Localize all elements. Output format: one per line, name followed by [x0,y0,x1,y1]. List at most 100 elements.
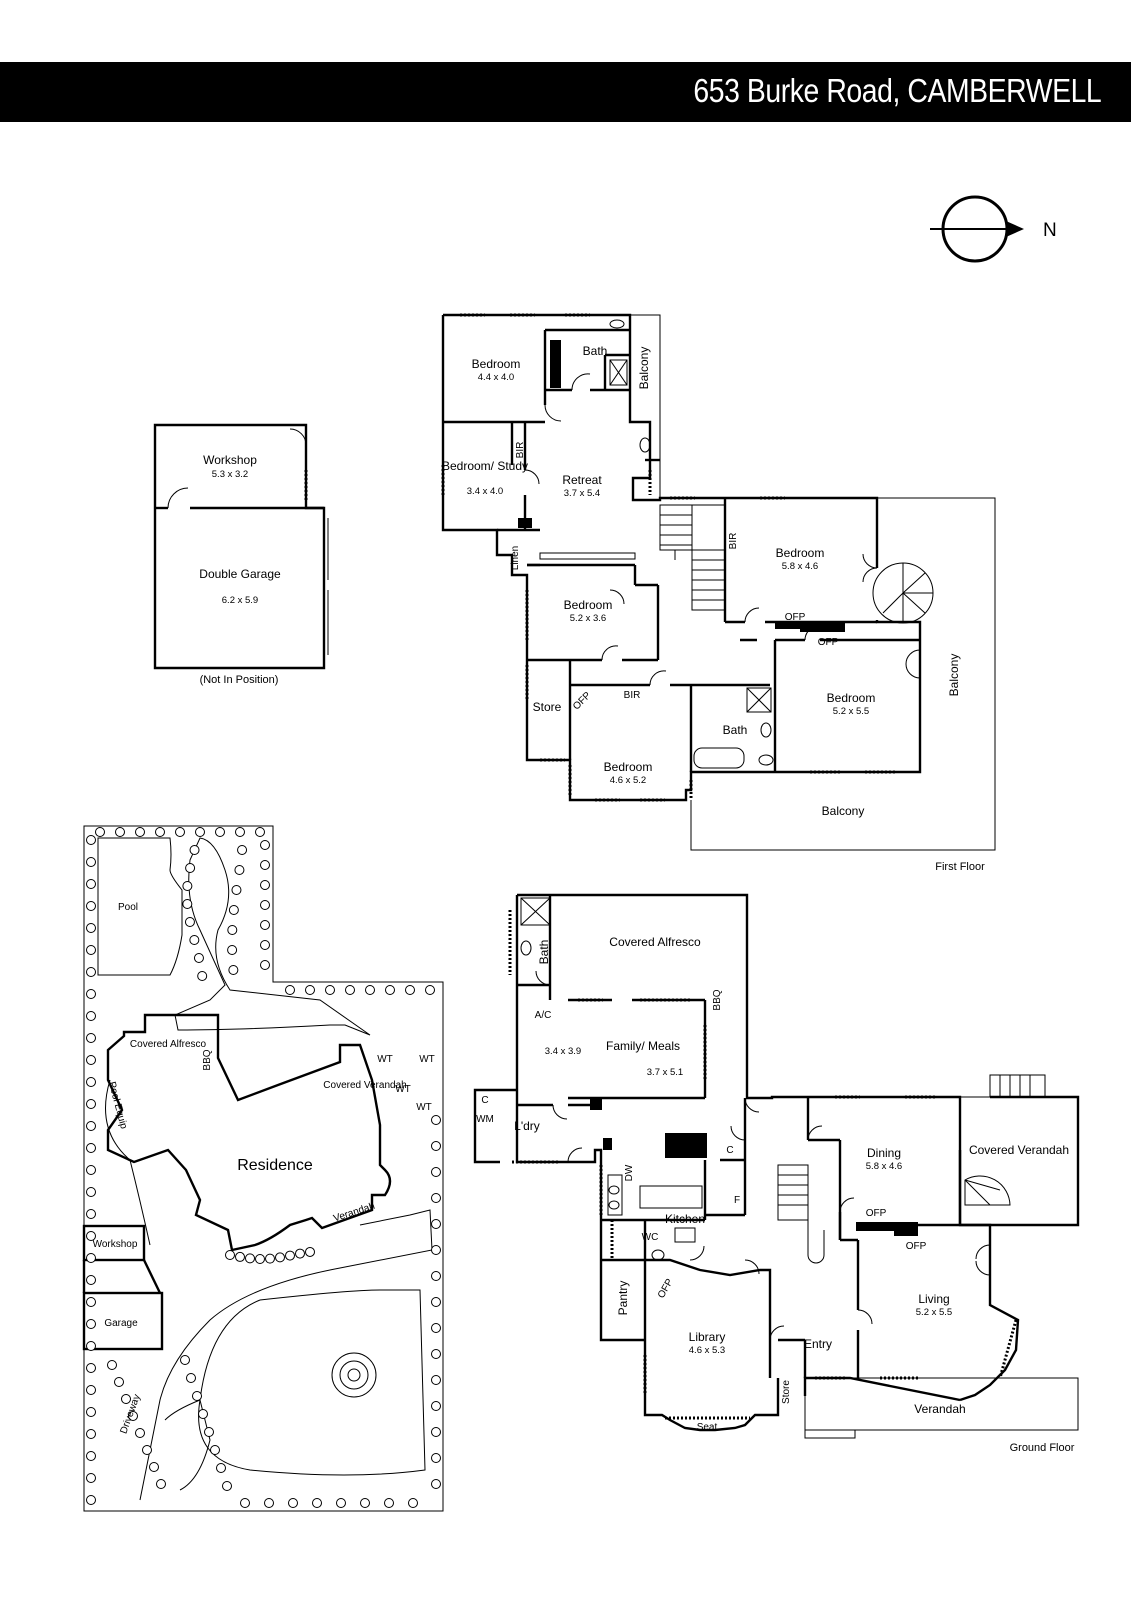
tree-icon [431,1193,441,1203]
tree-icon [312,1498,322,1508]
sink-icon [674,1227,696,1243]
ff-retreat-size: 3.7 x 5.4 [564,488,600,499]
gf-dining-size: 5.8 x 4.6 [866,1161,902,1172]
tree-icon [227,945,238,955]
tree-icon [222,1481,232,1491]
ground-floor-plan: Bath Covered Alfresco A/C BBQ 3.4 x 3.9 … [473,893,1080,1454]
site-alfresco-label: Covered Alfresco [130,1039,207,1050]
site-wt4-label: WT [416,1102,432,1113]
garage-size: 6.2 x 5.9 [222,595,258,606]
property-address-title: 653 Burke Road, CAMBERWELL [693,72,1101,109]
gf-bath-label: Bath [537,940,551,965]
gf-living-label: Living [918,1292,949,1306]
tree-icon [345,985,355,995]
gf-bbq-label: BBQ [712,989,723,1010]
site-wt2-label: WT [419,1054,435,1065]
ff-ofp1-label: OFP [785,612,806,623]
ff-ofp2-label: OFP [818,637,839,648]
tree-icon [86,989,96,999]
tree-icon [231,885,242,895]
gf-family-size-a: 3.4 x 3.9 [545,1046,581,1057]
tree-icon [86,1275,96,1285]
gf-wc-label: WC [642,1232,659,1243]
ff-retreat-label: Retreat [562,473,602,487]
garage-label: Double Garage [199,567,281,581]
gf-ofp-kitchen-label: OFP [656,1277,676,1301]
gf-entry-label: Entry [804,1337,832,1351]
gf-pantry-label: Pantry [616,1281,630,1316]
tree-icon [86,857,96,867]
tree-icon [431,1323,441,1333]
ff-study-label-text: Bedroom/ Study [442,459,528,473]
tree-icon [336,1498,346,1508]
site-pool-equip-label: Pool Equip [106,1081,129,1131]
staircase-icon [777,1164,825,1264]
gf-store-label: Store [781,1380,792,1404]
tree-icon [240,1498,250,1508]
tree-icon [135,1428,145,1438]
tree-icon [431,1115,441,1125]
shower-icon [746,687,772,713]
tree-icon [295,1248,305,1259]
tree-icon [192,1391,202,1401]
tree-icon [86,1143,96,1153]
site-residence-label: Residence [237,1157,313,1174]
cooktop-icon [607,1174,623,1216]
ff-bath1-label: Bath [583,344,608,358]
tree-icon [86,1231,96,1241]
trees [86,827,441,1508]
tree-icon [204,1427,214,1437]
tree-icon [408,1498,418,1508]
tree-icon [86,1077,96,1087]
tree-icon [135,827,145,837]
kitchen-island [639,1185,703,1209]
tree-icon [260,840,270,850]
ff-bedroom3-label: Bedroom [776,546,825,560]
header-bar: 653 Burke Road, CAMBERWELL [0,62,1131,122]
tree-icon [86,1473,96,1483]
garage-label-text: Double Garage [199,567,281,581]
tree-icon [245,1253,255,1264]
tree-icon [255,827,265,837]
tree-icon [86,1253,96,1263]
gf-ac-label: A/C [535,1010,552,1021]
ff-bedroom3-size: 5.8 x 4.6 [782,561,818,572]
ff-bath2-label: Bath [723,723,748,737]
gf-ofp-living-label: OFP [906,1241,927,1252]
gf-dw-label: DW [624,1164,635,1181]
tree-icon [431,1245,441,1255]
tree-icon [86,1121,96,1131]
toilet-icon [639,437,651,453]
tree-icon [216,1463,226,1473]
tree-icon [86,1451,96,1461]
tree-icon [86,967,96,977]
tree-icon [182,881,193,891]
tree-icon [431,1401,441,1411]
tree-icon [175,827,185,837]
shower-icon [609,359,628,386]
tree-icon [86,1187,96,1197]
gf-living-size: 5.2 x 5.5 [916,1307,952,1318]
shower-icon [520,897,551,926]
tree-icon [149,1462,159,1472]
tree-icon [431,1427,441,1437]
tree-icon [86,879,96,889]
site-plan: Pool Covered Alfresco BBQ Pool Equip Cov… [82,825,444,1512]
staircase-icon [659,504,726,611]
tree-icon [285,1250,295,1261]
tree-icon [237,845,248,855]
tree-icon [431,1479,441,1489]
ff-bedroom5-size: 4.6 x 5.2 [610,775,646,786]
tree-icon [86,1495,96,1505]
tree-icon [365,985,375,995]
not-in-position-note: (Not In Position) [200,674,279,686]
tree-icon [95,827,105,837]
ground-floor-caption: Ground Floor [1010,1442,1075,1454]
tree-icon [86,1165,96,1175]
tree-icon [215,827,225,837]
site-bbq-label: BBQ [202,1049,213,1070]
basin-icon [609,319,625,329]
ff-bedroom1-size: 4.4 x 4.0 [478,372,514,383]
tree-icon [121,1394,131,1404]
spiral-stair-icon [872,562,934,624]
